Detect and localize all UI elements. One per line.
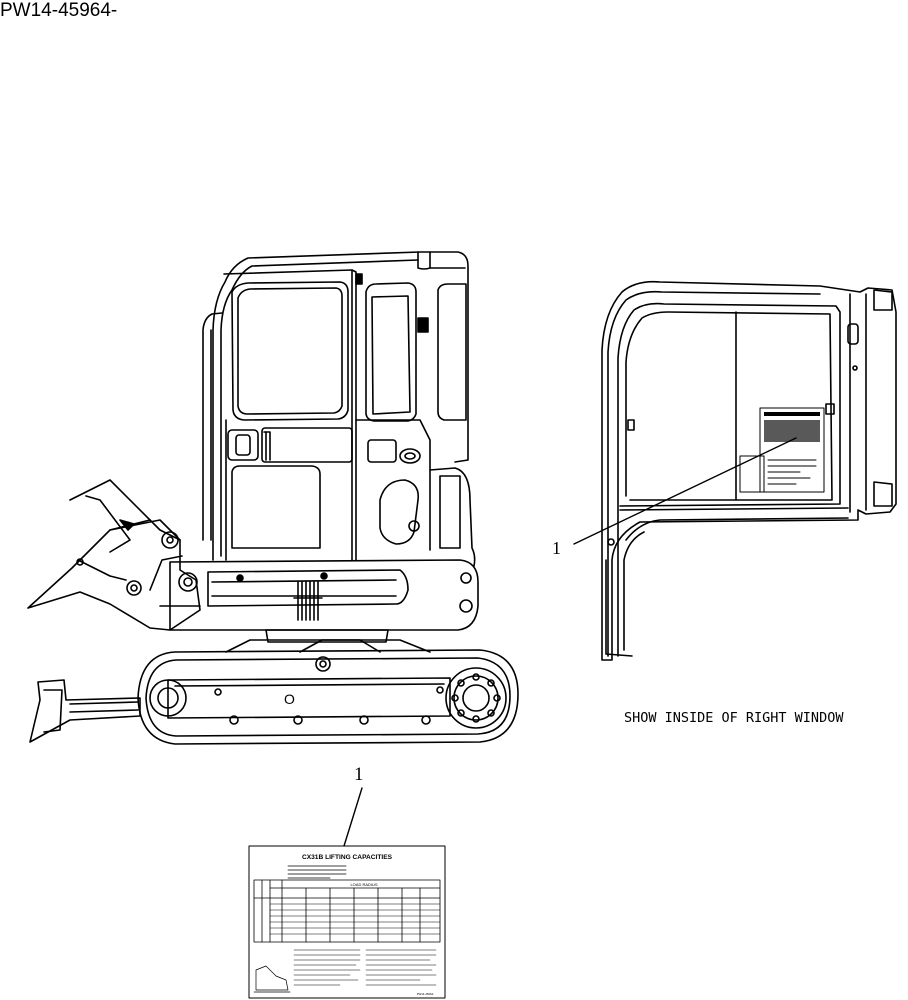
callout-number-decal: 1 [354,764,364,785]
leader-line-window [573,437,797,545]
callout-number-window: 1 [552,538,561,558]
rear-body [355,419,476,567]
decal-part-code: PW14-45964- [417,992,434,996]
upper-deck [169,559,479,631]
boom-assembly [27,479,201,631]
leader-line-decal [343,787,363,847]
decal-title: CX31B LIFTING CAPACITIES [302,854,393,861]
cab-door-window [231,281,349,421]
window-interior-view [573,280,897,661]
dozer-blade [29,679,141,743]
decal-table-header: LOAD RADIUS [350,882,377,887]
door-lower-panel [231,465,321,549]
excavator-side-view: O [27,251,519,745]
track-frame-mark: O [284,691,295,707]
door-frame [223,269,357,561]
cab-frame [202,251,469,561]
engine-grille [293,581,323,621]
lifting-capacity-decal: CX31B LIFTING CAPACITIES LOAD RADIUS [248,845,446,999]
track-undercarriage [137,639,519,745]
cab-side-window [365,282,467,422]
view-caption: SHOW INSIDE OF RIGHT WINDOW [624,710,844,726]
window-decal-location [739,407,825,493]
page-code: PW14-45964- [0,0,118,21]
door-handle [227,427,353,463]
swing-bearing [265,629,389,643]
door-hinge-top [355,273,363,285]
